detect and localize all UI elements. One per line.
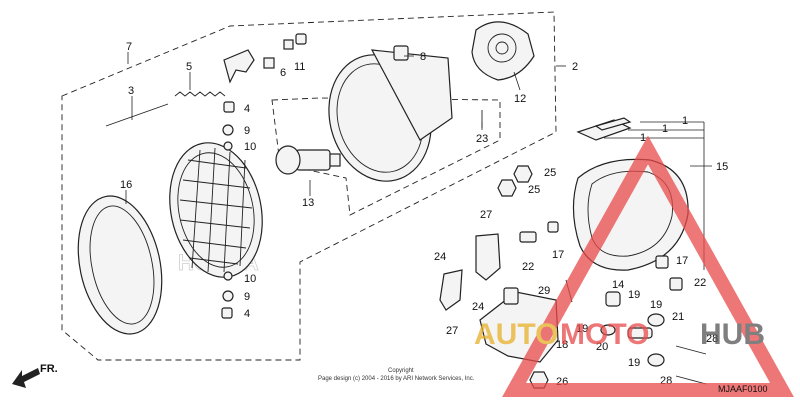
callout-17: 17 <box>552 249 564 261</box>
callout-1: 1 <box>682 115 688 127</box>
callout-22: 22 <box>522 261 534 273</box>
copyright-line-1: Copyright <box>388 368 414 374</box>
copyright-line-2: Page design (c) 2004 - 2016 by ARI Netwo… <box>318 376 475 382</box>
callout-27: 27 <box>446 325 458 337</box>
callout-18: 18 <box>556 339 568 351</box>
callout-29: 29 <box>538 285 550 297</box>
callout-2: 2 <box>572 61 578 73</box>
watermark-text-auto: AUTO <box>474 318 558 351</box>
callout-13: 13 <box>302 197 314 209</box>
callout-4: 4 <box>244 308 250 320</box>
watermark-triangle <box>502 135 794 397</box>
watermark-text-moto: MOTO <box>560 318 649 351</box>
callout-3: 3 <box>128 85 134 97</box>
headlight-inner-outline <box>271 97 501 216</box>
callout-21: 21 <box>672 311 684 323</box>
callout-28: 28 <box>706 333 718 345</box>
callout-19: 19 <box>576 323 588 335</box>
callout-24: 24 <box>434 251 446 263</box>
callout-20: 20 <box>596 341 608 353</box>
callout-9: 9 <box>244 291 250 303</box>
part-13-bulb <box>275 145 341 175</box>
callout-4: 4 <box>244 103 250 115</box>
callout-labels: 1 1 1 2 3 4 4 5 6 7 8 9 9 10 10 11 12 13… <box>120 41 728 388</box>
automotohub-watermark: AUTO MOTO HUB <box>474 135 794 397</box>
callout-22: 22 <box>694 277 706 289</box>
callout-10: 10 <box>244 273 256 285</box>
callout-1: 1 <box>662 123 668 135</box>
headlight-case <box>328 45 453 182</box>
fasteners-left <box>221 101 235 319</box>
part-12-cover <box>471 21 535 81</box>
callout-12: 12 <box>514 93 526 105</box>
callout-19: 19 <box>628 289 640 301</box>
callout-9: 9 <box>244 125 250 137</box>
callout-6: 6 <box>280 67 286 79</box>
callout-1: 1 <box>640 132 646 144</box>
headlight-lens <box>169 142 263 278</box>
callout-15: 15 <box>716 161 728 173</box>
front-direction-arrow <box>12 368 40 388</box>
part-16-rim <box>77 195 163 335</box>
callout-14: 14 <box>612 279 624 291</box>
callout-19: 19 <box>628 357 640 369</box>
callout-11: 11 <box>294 61 305 73</box>
callout-7: 7 <box>126 41 132 53</box>
headlight-assembly-outline <box>61 11 557 361</box>
part-1-emblems <box>576 117 632 141</box>
callout-8: 8 <box>420 51 426 63</box>
adjuster-hardware <box>105 33 307 127</box>
watermark-text-hub: HUB <box>700 318 765 351</box>
callout-25: 25 <box>528 184 540 196</box>
callout-5: 5 <box>186 61 192 73</box>
callout-19: 19 <box>650 299 662 311</box>
callout-10: 10 <box>244 141 256 153</box>
callout-24: 24 <box>472 301 484 313</box>
callout-17: 17 <box>676 255 688 267</box>
diagram-code: MJAAF0100 <box>718 384 768 394</box>
callout-16: 16 <box>120 179 132 191</box>
callout-23: 23 <box>476 133 488 145</box>
front-label: FR. <box>40 363 58 375</box>
callout-27: 27 <box>480 209 492 221</box>
callout-25: 25 <box>544 167 556 179</box>
